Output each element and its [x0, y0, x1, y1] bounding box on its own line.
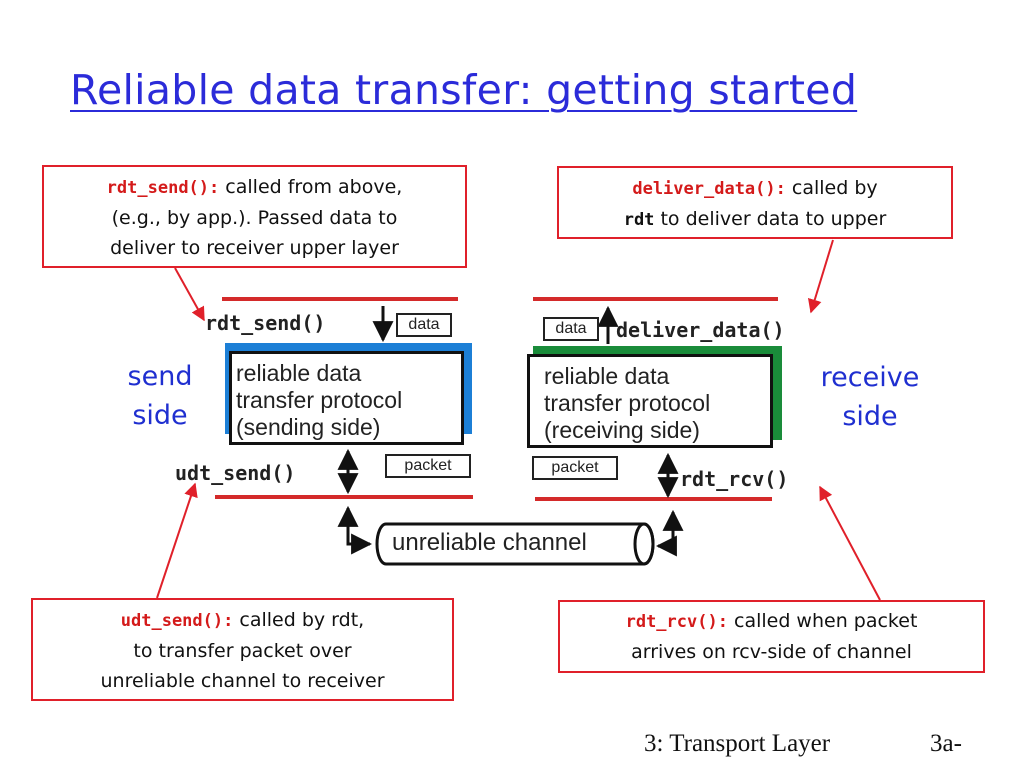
rdt-send-callout: rdt_send(): called from above, (e.g., by… [42, 165, 467, 268]
rdt-rcv-desc-1: called when packet [727, 610, 918, 632]
receiver-protocol-line-1: reliable data [544, 363, 670, 389]
receiver-packet-tag: packet [532, 456, 618, 480]
receiver-protocol-box: reliable data transfer protocol (receivi… [527, 354, 773, 448]
receiver-protocol-line-3: (receiving side) [544, 417, 700, 443]
slide-title: Reliable data transfer: getting started [70, 66, 858, 114]
rdt-send-label: rdt_send() [205, 311, 326, 335]
rdt-send-desc-1: called from above, [219, 176, 403, 198]
rdt-rcv-label: rdt_rcv() [680, 467, 789, 491]
deliver-data-desc-2: to deliver data to upper [654, 208, 887, 230]
deliver-data-label: deliver_data() [616, 318, 785, 342]
udt-send-label: udt_send() [175, 461, 296, 485]
rdt-send-desc-3: deliver to receiver upper layer [110, 237, 399, 259]
udt-send-desc-1: called by rdt, [233, 609, 365, 631]
rdt-rcv-callout-pointer [819, 485, 881, 601]
receiver-protocol-line-2: transfer protocol [544, 390, 711, 416]
footer-chapter: 3: Transport Layer [644, 730, 831, 757]
udt-send-callout: udt_send(): called by rdt, to transfer p… [31, 598, 454, 701]
rdt-rcv-code: rdt_rcv(): [625, 612, 728, 632]
udt-send-desc-3: unreliable channel to receiver [100, 670, 385, 692]
receiver-channel-connector [655, 509, 684, 557]
receive-side-label-line-2: side [842, 401, 898, 432]
rdt-send-callout-pointer [174, 267, 205, 322]
sender-protocol-line-2: transfer protocol [236, 387, 403, 413]
deliver-data-desc-1: called by [785, 177, 878, 199]
rdt-rcv-callout: rdt_rcv(): called when packet arrives on… [558, 600, 985, 673]
footer-page: 3a- [930, 730, 962, 757]
rdt-send-code: rdt_send(): [106, 178, 220, 198]
udt-send-callout-pointer [156, 482, 198, 599]
sender-protocol-line-1: reliable data [236, 360, 362, 386]
sender-protocol-box: reliable data transfer protocol (sending… [229, 351, 464, 445]
sender-data-tag: data [396, 313, 452, 337]
receive-side-label: receive side [800, 358, 940, 436]
send-side-label-line-1: send [127, 361, 193, 392]
rdt-send-desc-2: (e.g., by app.). Passed data to [111, 207, 398, 229]
unreliable-channel-label: unreliable channel [392, 529, 587, 556]
sender-packet-tag: packet [385, 454, 471, 478]
receive-side-label-line-1: receive [820, 362, 920, 393]
sender-channel-connector [337, 505, 373, 555]
rdt-rcv-desc-2: arrives on rcv-side of channel [631, 641, 912, 663]
deliver-data-code: deliver_data(): [632, 179, 786, 199]
deliver-data-callout-pointer [807, 239, 834, 314]
send-side-label: send side [112, 357, 208, 435]
udt-send-desc-2: to transfer packet over [133, 640, 352, 662]
receiver-data-tag: data [543, 317, 599, 341]
deliver-data-callout: deliver_data(): called by rdt to deliver… [557, 166, 953, 239]
udt-send-code: udt_send(): [120, 611, 234, 631]
send-side-label-line-2: side [132, 400, 188, 431]
unreliable-channel-pipe-end [633, 522, 655, 566]
deliver-data-rdt-code: rdt [623, 210, 655, 230]
sender-protocol-line-3: (sending side) [236, 414, 381, 440]
